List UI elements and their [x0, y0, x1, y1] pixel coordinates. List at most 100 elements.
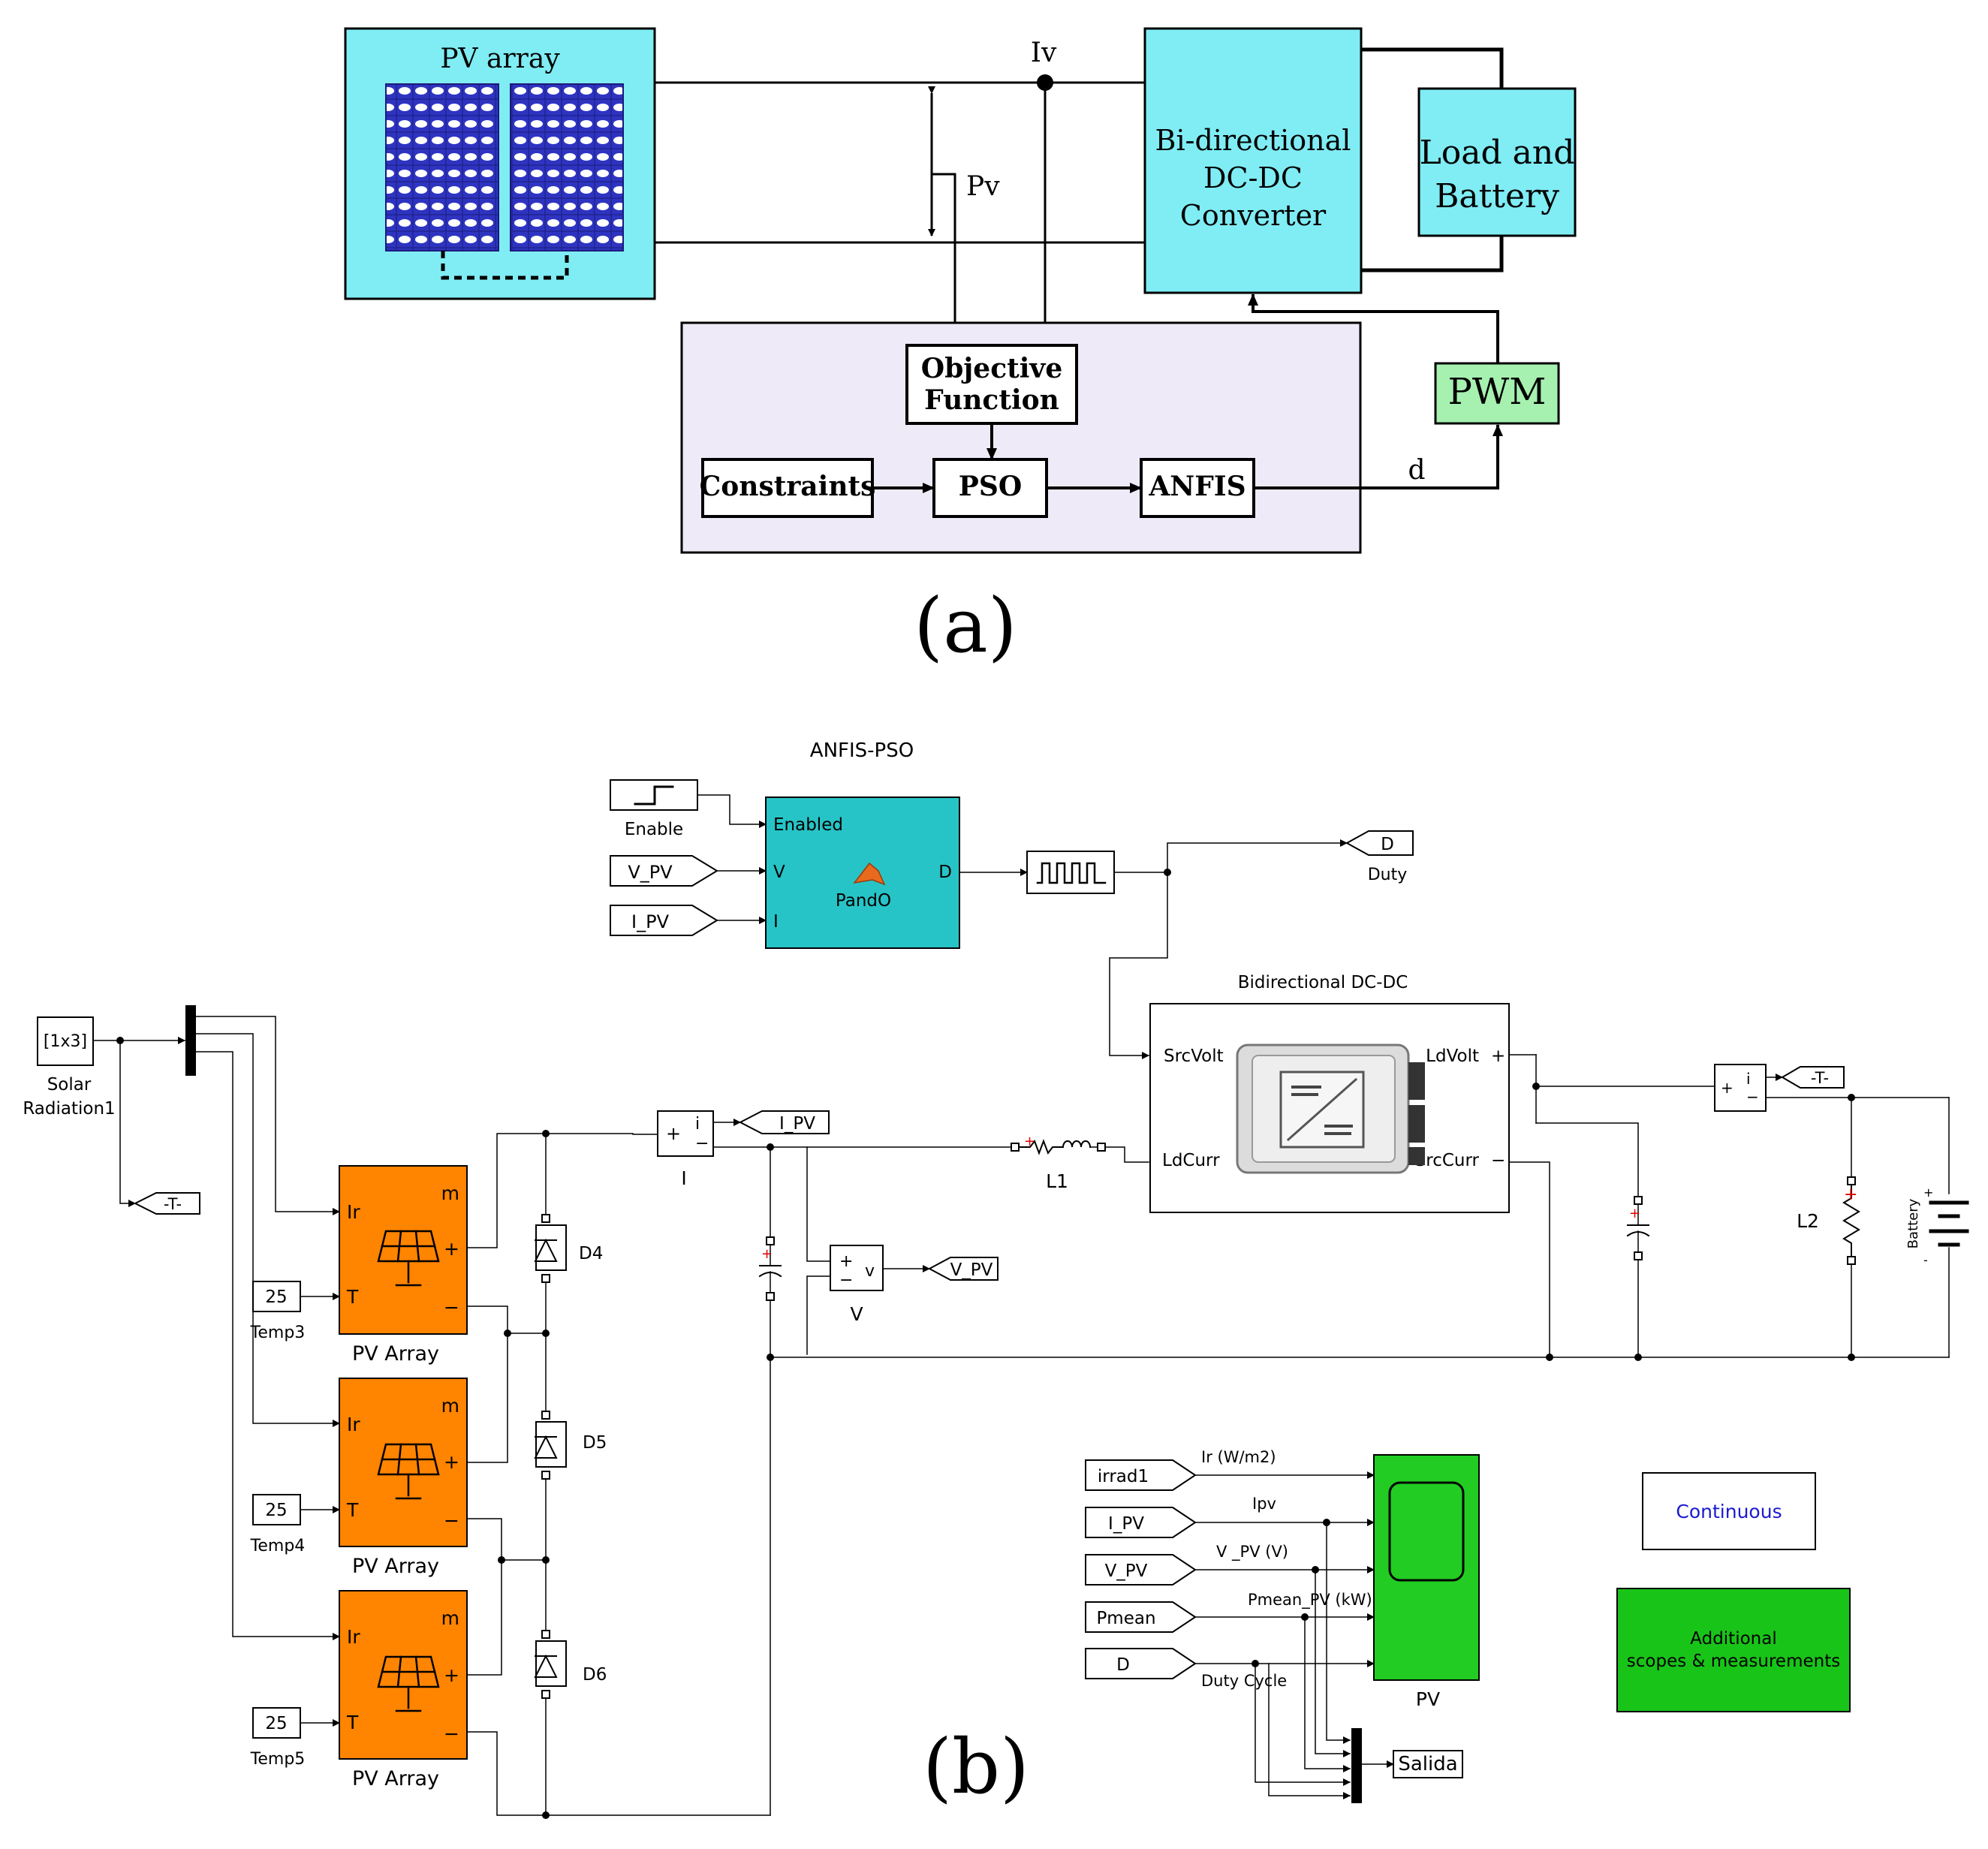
pso-block — [932, 458, 1048, 518]
pv-array-3[interactable]: Ir T m + − — [339, 1590, 468, 1760]
voltage-meas-block[interactable] — [830, 1245, 884, 1291]
temp3-value: 25 — [265, 1287, 287, 1307]
additional-line2: scopes & measurements — [1627, 1652, 1840, 1671]
svg-text:-: - — [1923, 1253, 1928, 1267]
bidir-title: Bidirectional DC-DC — [1238, 973, 1408, 992]
pv2-minus-to-pv3-plus — [466, 1518, 502, 1676]
port-ldcurr: LdCurr — [1162, 1151, 1220, 1170]
current-meas-block[interactable] — [657, 1110, 714, 1157]
ipv-scope-tag[interactable] — [1085, 1507, 1197, 1538]
v-plus-wire — [806, 1146, 831, 1262]
pv-array-2-minus: − — [444, 1510, 459, 1531]
continuous-label: Continuous — [1676, 1501, 1782, 1522]
svg-text:+: + — [761, 1246, 773, 1262]
solar-panel-icon — [377, 1443, 440, 1500]
irrad-tag[interactable] — [1085, 1459, 1197, 1491]
duty-scope-tag[interactable] — [1085, 1648, 1197, 1679]
capacitor-c1[interactable]: + — [758, 1236, 782, 1301]
pv-array-1-label: PV Array — [352, 1342, 439, 1366]
vpv-scope-tag-label: V_PV — [1105, 1561, 1148, 1581]
pv-array-1[interactable]: Ir T m + − — [339, 1165, 468, 1335]
additional-block[interactable] — [1616, 1588, 1851, 1712]
out-meas-i: i — [1746, 1070, 1751, 1088]
temp5-value: 25 — [265, 1714, 287, 1733]
scope-label-duty: Duty Cycle — [1201, 1672, 1287, 1690]
salida-mux-bar — [1351, 1728, 1362, 1803]
junction-g1 — [767, 1354, 774, 1361]
v-minus-wire — [806, 1275, 831, 1355]
temp3-label: Temp3 — [250, 1324, 306, 1342]
goto-t-right[interactable] — [1781, 1066, 1845, 1089]
pso-label: PSO — [959, 471, 1022, 502]
salida-label: Salida — [1398, 1753, 1457, 1775]
pv-panel-left — [385, 83, 499, 251]
pv1-plus-wire — [466, 1133, 547, 1248]
solar-label-1: Solar — [47, 1075, 92, 1095]
pv-array-3-t: T — [346, 1712, 359, 1733]
vpv-from-tag[interactable] — [610, 855, 718, 887]
temp5-block[interactable] — [252, 1707, 301, 1739]
load-wire-top — [1361, 47, 1504, 89]
pv-array-1-ir: Ir — [347, 1201, 360, 1223]
pv-sense-wire — [932, 173, 960, 345]
capacitor-c2[interactable]: + — [1626, 1196, 1650, 1260]
caption-b: (b) — [923, 1723, 1029, 1811]
i-meas-minus: − — [695, 1134, 709, 1153]
ipv-from-label: I_PV — [631, 911, 670, 932]
solar-goto-wire — [119, 1040, 136, 1207]
d6-label: D6 — [583, 1665, 607, 1685]
pv-array-label: PV array — [440, 44, 560, 74]
vpv-scope-tag[interactable] — [1085, 1554, 1197, 1586]
ipv-goto-label: I_PV — [779, 1114, 815, 1134]
constraints-label: Constraints — [700, 471, 876, 502]
caption-a: (a) — [914, 582, 1017, 670]
pv-scope-block[interactable] — [1373, 1454, 1480, 1681]
goto-t-right-label: -T- — [1811, 1069, 1829, 1087]
duty-label: Duty — [1368, 866, 1408, 884]
inductor-l1[interactable]: + — [1011, 1134, 1106, 1155]
pv-array-3-m: m — [441, 1607, 459, 1629]
ldvolt-to-c2-wire — [1535, 1122, 1639, 1197]
duty-goto-tag[interactable] — [1345, 830, 1414, 856]
port-srccurr-minus: − — [1491, 1151, 1505, 1170]
resistor-l2[interactable]: + — [1842, 1097, 1860, 1358]
out-current-meas-block[interactable] — [1714, 1064, 1767, 1112]
vpv-goto-tag[interactable] — [927, 1257, 999, 1281]
temp3-block[interactable] — [252, 1281, 301, 1312]
converter-block — [1143, 27, 1363, 294]
pmean-tag[interactable] — [1085, 1601, 1197, 1633]
pv-array-2[interactable]: Ir T m + − — [339, 1378, 468, 1547]
converter-line1: Bi-directional — [1155, 124, 1351, 157]
l1-to-ldcurr-wire — [1104, 1146, 1149, 1163]
scope-label-pmean: Pmean_PV (kW) — [1248, 1591, 1372, 1610]
objective-function-block — [905, 344, 1078, 425]
pv-array-2-t: T — [346, 1499, 359, 1521]
pv-array-1-plus: + — [444, 1238, 459, 1260]
load-line1: Load and — [1420, 134, 1575, 172]
v-meas-minus: − — [839, 1271, 853, 1290]
junction-g4 — [1848, 1354, 1855, 1361]
port-ldvolt: LdVolt — [1426, 1046, 1479, 1066]
battery[interactable]: + - — [1923, 1097, 1969, 1358]
salida-block[interactable] — [1393, 1750, 1463, 1778]
ipv-from-tag[interactable] — [610, 905, 718, 936]
solar-panel-icon — [377, 1230, 440, 1287]
solar-radiation-block[interactable] — [37, 1016, 94, 1066]
pv-panel-right — [510, 83, 624, 251]
duty-goto-wire — [1167, 839, 1348, 873]
diode-d5[interactable] — [534, 1411, 567, 1480]
out-meas-minus: − — [1746, 1088, 1759, 1106]
converter-line2: DC-DC — [1203, 161, 1303, 194]
constraints-block — [701, 458, 874, 518]
goto-t-left[interactable] — [133, 1192, 200, 1215]
l1-label: L1 — [1046, 1170, 1068, 1192]
diode-d6[interactable] — [534, 1630, 567, 1699]
pv-array-3-minus: − — [444, 1723, 459, 1745]
salida-wire-1 — [1326, 1522, 1351, 1744]
scope-title: PV — [1416, 1688, 1440, 1710]
diode-d4[interactable] — [534, 1214, 567, 1283]
continuous-block[interactable] — [1642, 1472, 1816, 1550]
ipv-goto-tag[interactable] — [738, 1110, 830, 1134]
pwm-generator-block[interactable] — [1026, 851, 1115, 894]
